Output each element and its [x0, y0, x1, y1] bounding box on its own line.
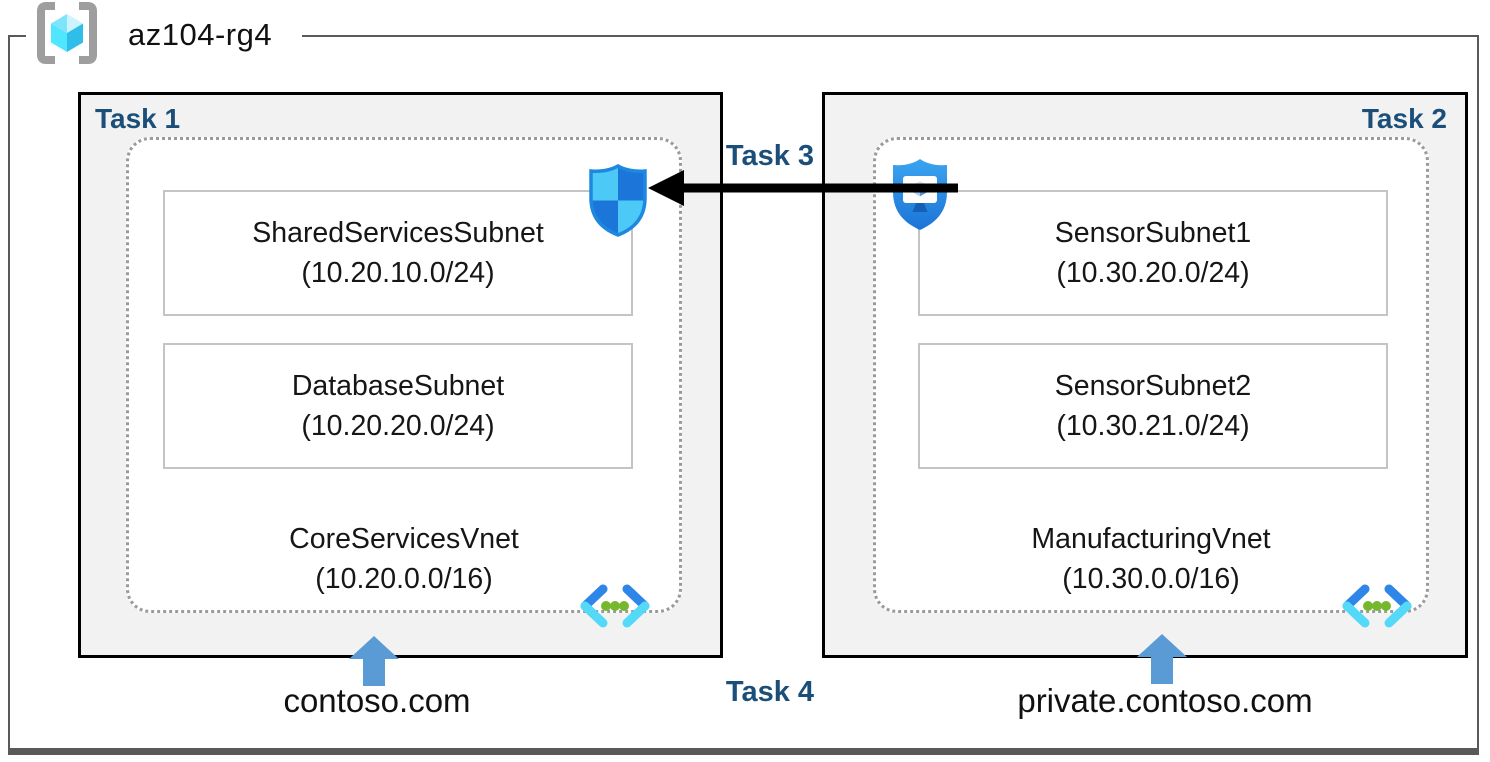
- task3-label: Task 3: [725, 140, 815, 172]
- manufacturing-vnet-label: ManufacturingVnet (10.30.0.0/16): [873, 519, 1429, 599]
- resource-group-frame: [8, 35, 1479, 755]
- dns-zone-contoso: contoso.com: [283, 682, 471, 719]
- task4-label: Task 4: [725, 676, 815, 708]
- vnet-name: CoreServicesVnet: [289, 523, 519, 555]
- vnet-cidr: (10.20.0.0/16): [315, 563, 493, 595]
- dns-up-arrow-left: [349, 636, 399, 686]
- subnet-name: SharedServicesSubnet: [252, 217, 544, 249]
- vnet-cidr: (10.30.0.0/16): [1062, 563, 1240, 595]
- subnet-cidr: (10.20.20.0/24): [301, 410, 495, 442]
- subnet-name: SensorSubnet2: [1054, 370, 1252, 402]
- core-services-vnet-label: CoreServicesVnet (10.20.0.0/16): [126, 519, 682, 599]
- sensor-subnet2-box: SensorSubnet2 (10.30.21.0/24): [918, 343, 1388, 469]
- vnet-name: ManufacturingVnet: [1031, 523, 1271, 555]
- subnet-cidr: (10.20.10.0/24): [301, 257, 495, 289]
- subnet-name: DatabaseSubnet: [291, 370, 505, 402]
- subnet-cidr: (10.30.21.0/24): [1056, 410, 1250, 442]
- resource-group-name: az104-rg4: [128, 17, 273, 52]
- task1-box: Task 1 SharedServicesSubnet (10.20.10.0/…: [78, 92, 723, 658]
- task1-label: Task 1: [95, 103, 181, 134]
- resource-group-header: az104-rg4: [26, 1, 303, 69]
- dns-zone-private-contoso: private.contoso.com: [1017, 682, 1313, 719]
- dns-up-arrow-right: [1137, 634, 1187, 684]
- task3-arrow: [648, 170, 958, 206]
- subnet-cidr: (10.30.20.0/24): [1056, 257, 1250, 289]
- task2-label: Task 2: [1361, 103, 1447, 134]
- network-security-group-icon: [586, 162, 650, 238]
- database-subnet-box: DatabaseSubnet (10.20.20.0/24): [163, 343, 633, 469]
- shared-services-subnet-box: SharedServicesSubnet (10.20.10.0/24): [163, 190, 633, 316]
- subnet-name: SensorSubnet1: [1054, 217, 1252, 249]
- sensor-subnet1-box: SensorSubnet1 (10.30.20.0/24): [918, 190, 1388, 316]
- resource-group-icon: [34, 1, 100, 69]
